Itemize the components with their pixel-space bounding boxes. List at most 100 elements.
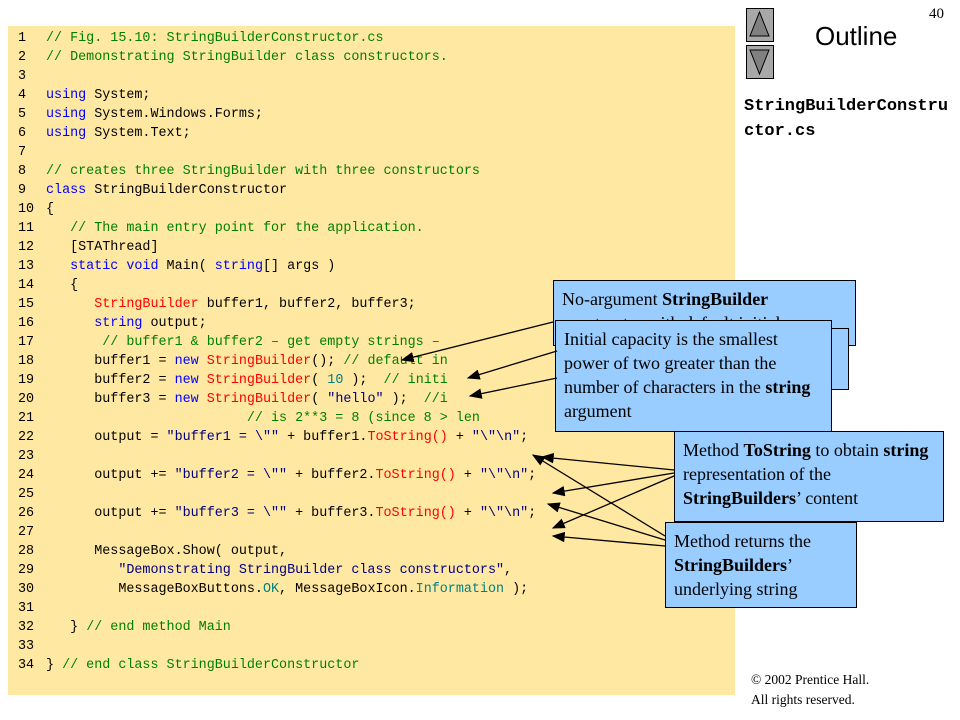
code-token: string (94, 316, 143, 331)
code-token: "Demonstrating StringBuilder class const… (118, 563, 505, 578)
code-token: output = (46, 430, 167, 445)
code-token: // The main entry point for the applicat… (46, 221, 424, 236)
line-number: 33 (18, 639, 35, 654)
line-number: 20 (18, 392, 35, 407)
code-token: Main( (158, 259, 215, 274)
code-token: output += (46, 468, 175, 483)
code-text: [STAThread] (46, 238, 159, 257)
code-token: ( (311, 392, 328, 407)
code-token: new (174, 373, 199, 388)
code-token: ( (311, 373, 328, 388)
line-number: 7 (18, 145, 27, 160)
code-token: // buffer1 & buffer2 – get empty strings… (46, 335, 440, 350)
code-text: output = "buffer1 = \"" + buffer1.ToStri… (46, 428, 528, 447)
code-token: ToString() (375, 506, 456, 521)
line-number: 16 (18, 316, 35, 331)
line-number: 31 (18, 601, 35, 616)
line-number: 27 (18, 525, 35, 540)
code-token: ); (343, 373, 384, 388)
code-text: MessageBoxButtons.OK, MessageBoxIcon.Inf… (46, 580, 528, 599)
line-number: 11 (18, 221, 35, 236)
code-token: StringBuilder (94, 297, 199, 312)
callout-text: to obtain (810, 440, 884, 460)
code-token: OK (262, 582, 280, 597)
code-token: ; (520, 430, 529, 445)
code-text: using System.Text; (46, 124, 191, 143)
line-number: 25 (18, 487, 35, 502)
code-token: Information (415, 582, 505, 597)
callout-tostring-method: Method ToString to obtain string represe… (674, 431, 944, 522)
code-token: System.Text; (86, 126, 191, 141)
code-text: buffer2 = new StringBuilder( 10 ); // in… (46, 371, 448, 390)
callout-text: Method (683, 440, 744, 460)
callout-underlying-string: Method returns the StringBuilders’ under… (665, 522, 857, 608)
line-number: 24 (18, 468, 35, 483)
line-number: 2 (18, 50, 27, 65)
code-token: MessageBox.Show( output, (46, 544, 288, 559)
line-number: 19 (18, 373, 35, 388)
code-token: "\"\n" (479, 468, 529, 483)
callout-text: representation of the (683, 464, 831, 484)
callout-text: StringBuilders (683, 488, 797, 508)
code-token: System.Windows.Forms; (86, 107, 263, 122)
callout-initial-capacity: Initial capacity is the smallest power o… (555, 320, 832, 432)
code-token: using (46, 88, 87, 103)
copyright-line-1: © 2002 Prentice Hall. (751, 672, 870, 687)
line-number: 1 (18, 31, 27, 46)
code-token: // end class StringBuilderConstructor (62, 658, 360, 673)
code-token: // is 2**3 = 8 (since 8 > len (46, 411, 480, 426)
code-token (46, 259, 70, 274)
callout-text: ’ underlying string (674, 555, 798, 599)
code-token: // initi (383, 373, 448, 388)
code-text: } // end method Main (46, 618, 231, 637)
code-text: string output; (46, 314, 207, 333)
line-number: 28 (18, 544, 35, 559)
line-number: 14 (18, 278, 35, 293)
code-token (199, 354, 207, 369)
code-token: // end method Main (86, 620, 231, 635)
code-token: string (214, 259, 263, 274)
copyright-line-2: All rights reserved. (751, 692, 855, 707)
code-token: //i (423, 392, 448, 407)
code-token: buffer1, buffer2, buffer3; (198, 297, 416, 312)
copyright-notice: © 2002 Prentice Hall. All rights reserve… (751, 670, 951, 710)
code-token: "buffer2 = \"" (174, 468, 288, 483)
code-text: buffer1 = new StringBuilder(); // defaul… (46, 352, 448, 371)
code-token (199, 392, 207, 407)
line-number: 10 (18, 202, 35, 217)
up-arrow-icon (749, 10, 770, 37)
code-text: class StringBuilderConstructor (46, 181, 287, 200)
code-token: [STAThread] (46, 240, 159, 255)
code-token: "\"\n" (471, 430, 521, 445)
callout-text: Initial capacity is the smallest power o… (564, 329, 778, 397)
code-token: output; (142, 316, 207, 331)
line-number: 30 (18, 582, 35, 597)
code-text: { (46, 276, 78, 295)
code-token: ; (528, 468, 537, 483)
code-text: output += "buffer2 = \"" + buffer2.ToStr… (46, 466, 536, 485)
code-token: [] args ) (262, 259, 336, 274)
code-text: using System.Windows.Forms; (46, 105, 263, 124)
code-text: // is 2**3 = 8 (since 8 > len (46, 409, 480, 428)
code-token (199, 373, 207, 388)
code-text: StringBuilder buffer1, buffer2, buffer3; (46, 295, 416, 314)
code-token: ToString() (367, 430, 448, 445)
code-token: StringBuilder (206, 373, 312, 388)
code-token: new (174, 392, 199, 407)
code-token: // Fig. 15.10: StringBuilderConstructor.… (46, 31, 384, 46)
callout-text: No-argument (562, 289, 663, 309)
code-token: ); (504, 582, 529, 597)
code-token: "buffer3 = \"" (174, 506, 288, 521)
code-text: "Demonstrating StringBuilder class const… (46, 561, 512, 580)
code-token: // default in (343, 354, 448, 369)
outline-down-button[interactable] (746, 45, 774, 79)
code-token: using (46, 107, 87, 122)
code-token (46, 563, 118, 578)
code-token: buffer2 = (46, 373, 175, 388)
code-token: StringBuilder (206, 392, 312, 407)
code-token: { (46, 278, 79, 293)
outline-up-button[interactable] (746, 8, 774, 42)
code-token: + (455, 506, 480, 521)
code-text: } // end class StringBuilderConstructor (46, 656, 359, 675)
code-text: // Demonstrating StringBuilder class con… (46, 48, 448, 67)
